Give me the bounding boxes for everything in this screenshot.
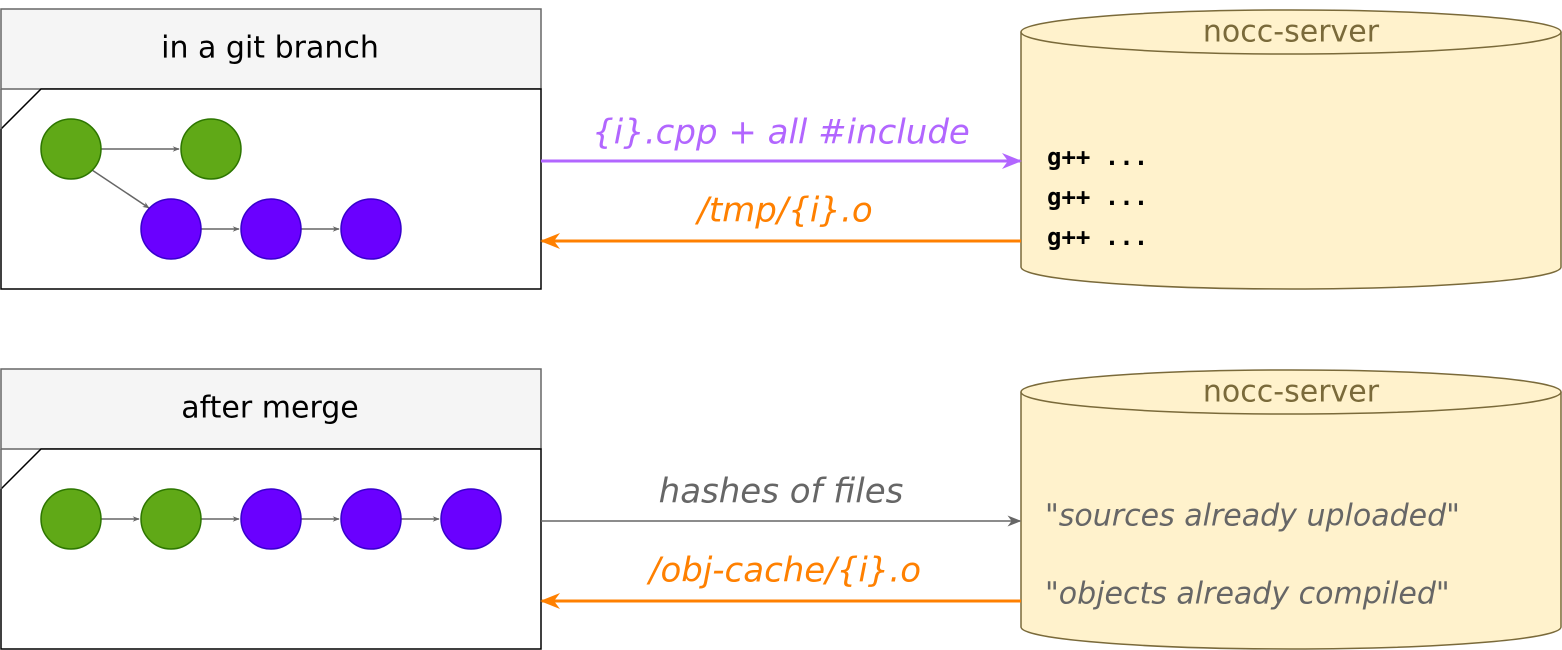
server-cylinder-body — [1020, 32, 1562, 290]
bottom-request-label: hashes of files — [659, 472, 904, 512]
bottom-nocc-server: nocc-server "sources already uploaded" "… — [1020, 369, 1562, 650]
commit-node-purple — [340, 488, 402, 550]
commit-node-green — [40, 488, 102, 550]
commit-node-green — [140, 488, 202, 550]
bottom-response-label: /obj-cache/{i}.o — [646, 551, 921, 591]
bottom-box-title: after merge — [181, 391, 359, 426]
top-request-label: {i}.cpp + all #include — [592, 113, 970, 153]
commit-node-purple — [140, 198, 202, 260]
compile-command: g++ ... — [1047, 143, 1148, 171]
server-cylinder-top — [1020, 9, 1562, 55]
commit-node-purple — [340, 198, 402, 260]
top-response-label: /tmp/{i}.o — [694, 191, 872, 231]
top-git-branch-box: in a git branch — [0, 8, 542, 290]
top-box-title: in a git branch — [161, 31, 379, 66]
top-request-arrow: {i}.cpp + all #include — [541, 113, 1022, 169]
top-nocc-server: nocc-server g++ ... g++ ... g++ ... — [1020, 9, 1562, 290]
compile-command: g++ ... — [1047, 223, 1148, 251]
server-message: "objects already compiled" — [1045, 577, 1450, 612]
server-cylinder-top — [1020, 369, 1562, 415]
commit-node-purple — [240, 198, 302, 260]
commit-node-purple — [240, 488, 302, 550]
compile-command: g++ ... — [1047, 183, 1148, 211]
server-message: "sources already uploaded" — [1045, 499, 1460, 534]
top-box-header — [0, 8, 542, 90]
bottom-after-merge-box: after merge — [0, 368, 542, 650]
bottom-server-title: nocc-server — [1203, 375, 1380, 410]
server-cylinder-body — [1020, 392, 1562, 650]
commit-edge — [91, 169, 150, 209]
bottom-request-arrow: hashes of files — [541, 472, 1022, 527]
commit-node-green — [40, 118, 102, 180]
commit-node-green — [180, 118, 242, 180]
top-server-title: nocc-server — [1203, 15, 1380, 50]
top-response-arrow: /tmp/{i}.o — [540, 191, 1021, 249]
commit-node-purple — [440, 488, 502, 550]
bottom-response-arrow: /obj-cache/{i}.o — [540, 551, 1021, 609]
top-box-body — [0, 88, 542, 290]
